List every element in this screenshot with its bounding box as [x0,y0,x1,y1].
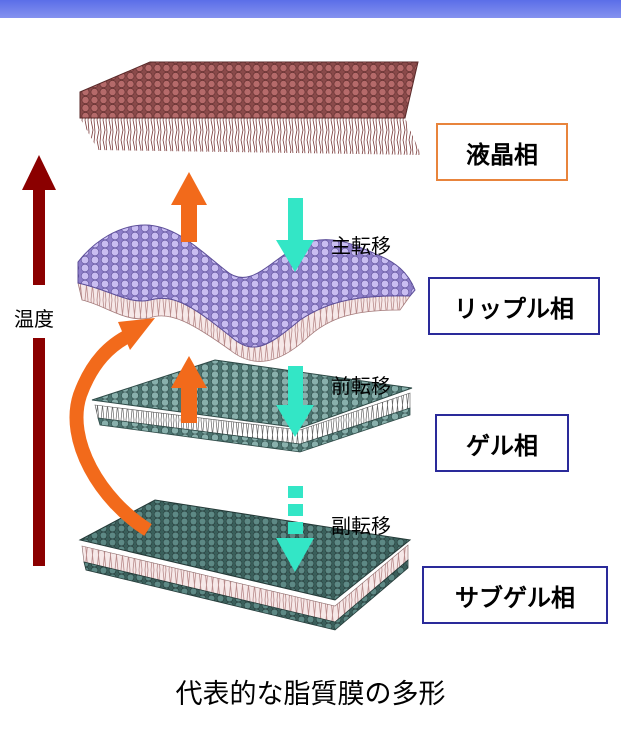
subgel-membrane [78,499,412,631]
sub-transition-label: 副転移 [331,514,391,538]
cooling-arrow-pre [276,366,314,437]
cooling-arrow-sub-dashed [276,486,314,572]
heating-arrow-gel-to-ripple [171,356,207,423]
liquid-crystal-phase-label: 液晶相 [436,123,568,181]
ripple-phase-label: リップル相 [428,277,600,335]
gel-phase-label: ゲル相 [435,414,569,472]
figure-caption: 代表的な脂質膜の多形 [175,679,446,710]
cooling-arrow-main [276,198,314,272]
heating-arrow-ripple-to-liquid [171,172,207,242]
top-banner [0,0,621,18]
liquid-crystal-membrane [79,61,421,155]
temperature-axis-label: 温度 [14,301,54,334]
heating-arrow-subgel-to-ripple [69,318,155,536]
gel-membrane [91,359,413,453]
diagram: 液晶相 リップル相 ゲル相 サブゲル相 主転移 前転移 副転移 温度 [0,18,621,740]
subgel-phase-label: サブゲル相 [422,566,608,624]
diagram-svg [22,61,421,631]
main-transition-label: 主転移 [331,234,391,258]
temperature-arrow [22,155,56,566]
pre-transition-label: 前転移 [331,374,391,398]
